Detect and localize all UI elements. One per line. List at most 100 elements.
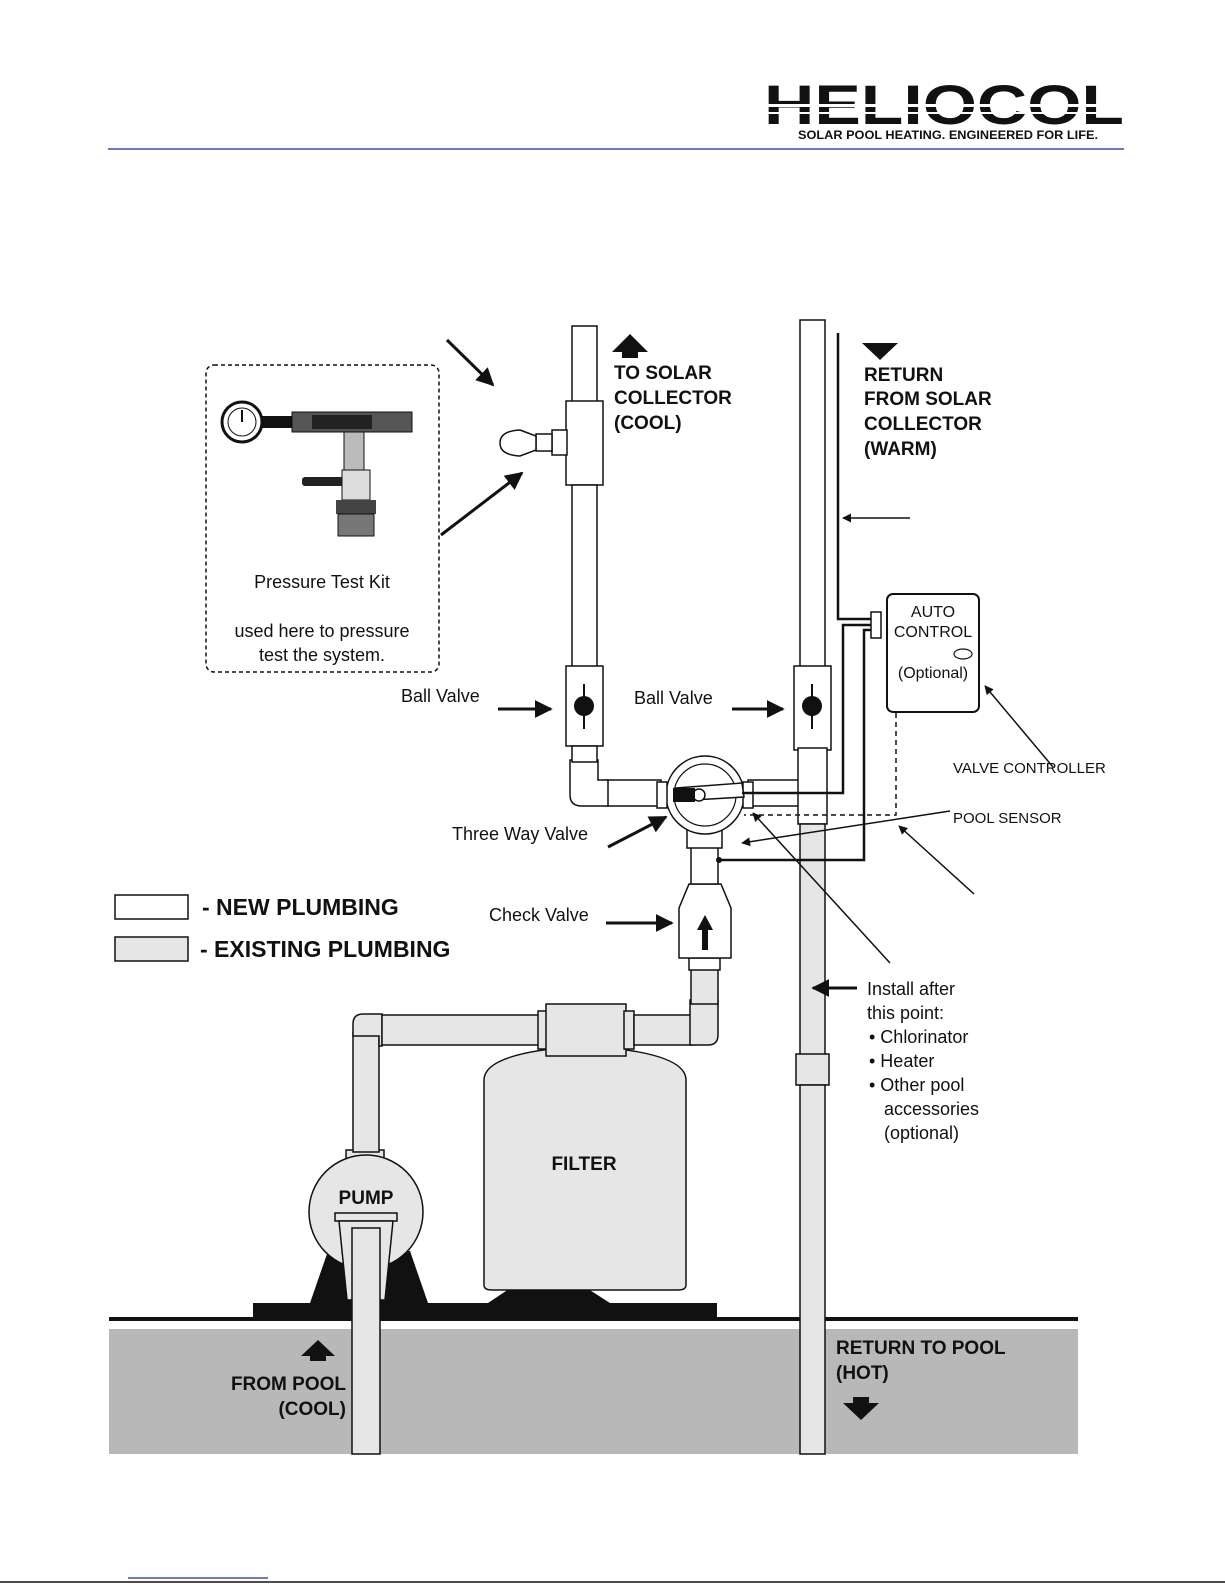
auto-control-line3: (Optional) (898, 665, 968, 682)
pump-suction-pipe (351, 1227, 381, 1455)
auto-control-box: AUTO CONTROL (Optional) (886, 593, 980, 713)
riser-pipe (690, 967, 719, 1005)
filter-outlet-pipe (633, 1014, 695, 1046)
install-item-chlorinator: • Chlorinator (869, 1027, 968, 1047)
filter-tank (483, 1045, 687, 1291)
filter-base (488, 1287, 610, 1303)
logo-stripe (764, 104, 1124, 107)
collector-sensor-wire (836, 333, 877, 621)
return-pipe-top (799, 319, 826, 668)
valve-actuator-block (673, 788, 695, 802)
up-arrow-icon-stem (310, 1356, 326, 1361)
legend-swatch-existing (114, 936, 189, 962)
return-pool-line1: RETURN TO POOL (836, 1338, 1006, 1359)
equipment-pad (253, 1303, 717, 1320)
pointer-to-tee (445, 338, 495, 387)
auto-control-enclosure (886, 593, 980, 713)
pool-sensor-label: POOL SENSOR (953, 810, 1062, 827)
test-tee (565, 400, 604, 486)
return-solar-line2: FROM SOLAR (864, 389, 992, 410)
install-after-line2: this point: (867, 1003, 944, 1023)
logo-stripe (764, 112, 1124, 114)
ball-valve-left-handle (574, 696, 594, 716)
to-solar-line3: (COOL) (614, 413, 682, 434)
check-valve-inlet-pipe (690, 845, 719, 885)
pressure-kit-frame (205, 364, 440, 673)
install-item-optional: (optional) (884, 1123, 959, 1143)
to-solar-line2: COLLECTOR (614, 388, 732, 409)
auto-control-line2: CONTROL (894, 624, 972, 641)
supply-pipe-middle (571, 484, 598, 669)
down-arrow-icon-stem (853, 1397, 869, 1403)
legend-swatch-new (114, 894, 189, 920)
ball-valve-right-handle (802, 696, 822, 716)
pipe-elbow (352, 1013, 383, 1047)
return-solar-line3: COLLECTOR (864, 414, 982, 435)
legend-label-existing: - EXISTING PLUMBING (200, 936, 450, 962)
filter-union (545, 1003, 627, 1057)
pump: PUMP (308, 1149, 428, 1455)
pool-sensor-point (716, 857, 722, 863)
three-way-valve-flange (656, 781, 668, 809)
optional-wire (744, 713, 897, 816)
pipe-elbow (689, 999, 719, 1046)
wire-terminal (870, 611, 882, 639)
test-port-fitting (535, 433, 553, 452)
existing-return-pipe (799, 823, 826, 1057)
pointer-pool-sensor (741, 810, 951, 847)
up-arrow-icon-stem (622, 352, 638, 358)
ball-valve-right-label: Ball Valve (634, 688, 713, 708)
install-item-accessories: accessories (884, 1099, 979, 1119)
ball-valve-left-body (565, 665, 604, 747)
legend-label-new: - NEW PLUMBING (202, 894, 399, 920)
return-solar-line1: RETURN (864, 365, 943, 386)
pointer-three-way-valve (607, 815, 668, 849)
pump-inlet-flange (334, 1212, 398, 1222)
pump-discharge-pipe (352, 1031, 380, 1153)
return-tee (797, 747, 828, 825)
three-way-valve-flange (742, 781, 754, 809)
up-arrow-icon (301, 1340, 335, 1356)
tee-side-port (551, 429, 568, 456)
from-pool-line1: FROM POOL (231, 1374, 346, 1395)
pressure-kit-desc-line1: used here to pressure (234, 621, 409, 641)
existing-pipe-run (352, 967, 719, 1153)
indicator-light-icon (953, 648, 973, 660)
union-flange (623, 1010, 635, 1050)
heliocol-logo: HELIOCOL SOLAR POOL HEATING. ENGINEERED … (764, 73, 1124, 142)
pressure-gauge-icon (220, 400, 413, 537)
three-way-valve-assembly (569, 755, 803, 849)
pressure-kit-title: Pressure Test Kit (254, 572, 390, 592)
pressure-kit-desc-line2: test the system. (259, 645, 385, 665)
down-arrow-icon (843, 1403, 879, 1420)
supply-pipe-bottom (571, 745, 598, 763)
return-pool-line2: (HOT) (836, 1363, 889, 1384)
flow-arrow-icon (697, 915, 713, 950)
return-solar-line4: (WARM) (864, 439, 937, 460)
valve-controller-label: VALVE CONTROLLER (953, 760, 1106, 777)
up-arrow-icon (612, 334, 648, 352)
left-elbow (569, 759, 609, 807)
pointer-install-point (752, 812, 891, 964)
supply-pipe-top (571, 325, 598, 407)
left-branch-pipe (605, 779, 662, 807)
legend: - NEW PLUMBING - EXISTING PLUMBING (114, 894, 450, 962)
return-pipe-from-solar (793, 319, 832, 1455)
supply-pipe-to-solar (499, 325, 604, 763)
from-pool-line2: (COOL) (278, 1399, 346, 1420)
callout-arrows (440, 338, 1054, 997)
pointer-valve-controller (984, 685, 1054, 768)
pressure-test-kit-panel: Pressure Test Kit used here to pressure … (205, 364, 440, 673)
ball-valve-left-label: Ball Valve (401, 686, 480, 706)
install-after-line1: Install after (867, 979, 955, 999)
check-valve-collar (688, 957, 721, 971)
down-arrow-icon (862, 343, 898, 360)
filter-inlet-pipe (381, 1014, 547, 1046)
filter: FILTER (483, 1045, 687, 1303)
control-wiring (716, 333, 897, 863)
filter-label: FILTER (551, 1154, 616, 1175)
install-item-other: • Other pool (869, 1075, 964, 1095)
actuator-wire (742, 623, 877, 795)
